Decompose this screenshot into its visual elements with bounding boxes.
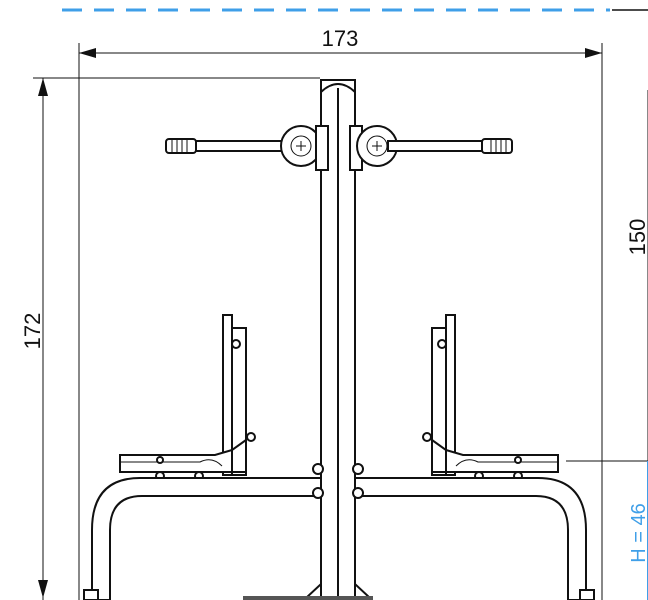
width-dimension: 173 (78, 26, 603, 600)
right-height-dimension: 150 (625, 90, 648, 600)
left-seat-assembly (91, 314, 324, 600)
seat-height-indicator: H = 46 (566, 460, 648, 600)
left-handle-bar (165, 125, 329, 171)
seat-height-label: H = 46 (628, 503, 648, 562)
height-dimension-label: 172 (20, 313, 45, 350)
height-dimension: 172 (20, 77, 320, 600)
base-plate (83, 581, 595, 600)
right-seat-assembly (352, 314, 587, 600)
right-handle-bar (349, 125, 513, 171)
width-dimension-label: 173 (322, 26, 359, 51)
right-height-label: 150 (625, 219, 648, 256)
